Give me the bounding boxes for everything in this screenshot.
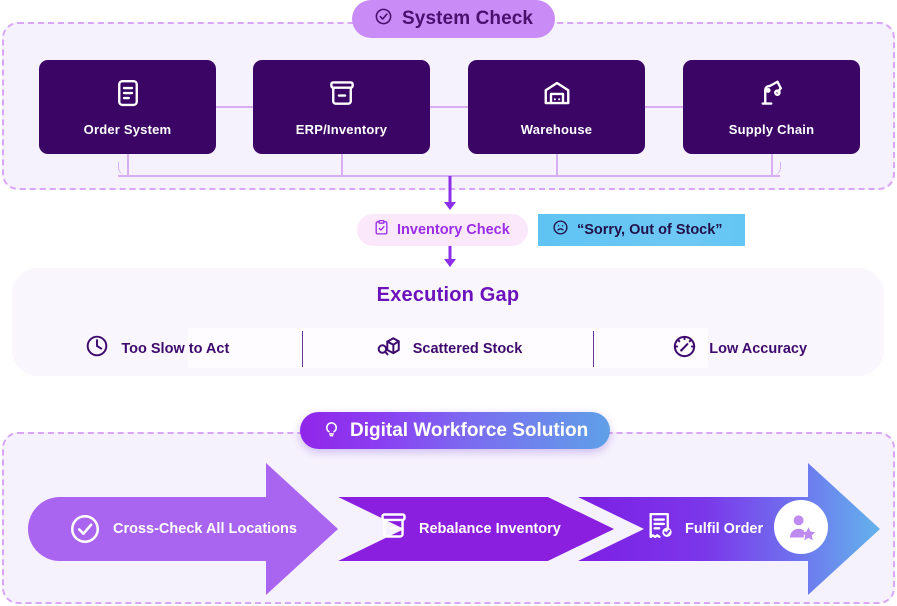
out-of-stock-banner: “Sorry, Out of Stock”	[538, 214, 745, 246]
out-of-stock-message: “Sorry, Out of Stock”	[577, 222, 723, 238]
gap-item-label: Low Accuracy	[709, 340, 808, 357]
system-card-label: ERP/Inventory	[295, 121, 388, 137]
invoice-check-icon	[645, 510, 676, 546]
gap-item-label: Too Slow to Act	[121, 340, 230, 357]
execution-gap-strip	[188, 328, 708, 368]
lightbulb-icon	[322, 418, 341, 443]
sad-face-icon	[552, 219, 569, 241]
system-check-title-pill: System Check	[352, 0, 556, 38]
user-star-icon	[774, 500, 828, 554]
gauge-icon	[671, 333, 698, 365]
clock-icon	[84, 333, 110, 364]
solution-step-3-shape[interactable]	[578, 463, 880, 595]
digital-workforce-title-label: Digital Workforce Solution	[350, 419, 589, 441]
box-archive-icon	[378, 510, 409, 546]
document-list-icon	[113, 78, 143, 113]
solution-step-3-label: Fulfil Order	[685, 521, 764, 537]
solution-step-2-shape[interactable]	[338, 497, 614, 561]
connector-corner-left	[118, 162, 133, 176]
system-card-order-system[interactable]: Order System	[39, 60, 216, 154]
check-circle-icon	[374, 7, 393, 32]
digital-workforce-title-pill: Digital Workforce Solution	[300, 412, 611, 449]
gap-item-too-slow-to-act[interactable]: Too Slow to Act	[12, 333, 302, 364]
connector-line-card0-card1	[216, 106, 254, 108]
warehouse-icon	[542, 78, 572, 113]
system-card-label: Warehouse	[520, 121, 593, 137]
box-search-icon	[374, 332, 402, 365]
box-archive-icon	[327, 78, 357, 113]
arrow-notch-2	[548, 497, 644, 561]
system-card-label: Supply Chain	[728, 121, 815, 137]
flow-arrow-down-to-status	[443, 176, 457, 212]
connector-bus-line	[118, 175, 780, 177]
check-circle-icon	[68, 512, 102, 551]
system-card-label: Order System	[83, 121, 172, 137]
gap-item-scattered-stock[interactable]: Scattered Stock	[303, 332, 593, 365]
connector-line-card1-card2	[430, 106, 469, 108]
gap-divider	[592, 330, 595, 367]
solution-step-1-shape[interactable]	[28, 463, 338, 595]
robot-arm-icon	[757, 78, 787, 113]
flow-arrow-down-to-gap	[443, 246, 457, 270]
solution-step-2-label: Rebalance Inventory	[419, 521, 561, 537]
system-card-supply-chain[interactable]: Supply Chain	[683, 60, 860, 154]
connector-line-card2-card3	[645, 106, 684, 108]
system-card-erp-inventory[interactable]: ERP/Inventory	[253, 60, 430, 154]
connector-stub-card2	[556, 154, 558, 176]
execution-gap-items: Too Slow to Act Scattered Stock	[12, 326, 884, 371]
execution-gap-card: Execution Gap Too Slow to Act	[12, 268, 884, 376]
system-card-warehouse[interactable]: Warehouse	[468, 60, 645, 154]
gap-divider	[301, 330, 304, 367]
execution-gap-title: Execution Gap	[376, 284, 520, 306]
clipboard-check-icon	[373, 219, 390, 241]
gap-item-label: Scattered Stock	[412, 340, 523, 357]
gap-item-low-accuracy[interactable]: Low Accuracy	[594, 333, 884, 365]
inventory-check-chip[interactable]: Inventory Check	[357, 214, 528, 246]
system-check-title-label: System Check	[402, 8, 534, 29]
connector-stub-card1	[341, 154, 343, 176]
connector-corner-right	[766, 162, 781, 176]
solution-step-1-label: Cross-Check All Locations	[113, 521, 297, 537]
inventory-check-label: Inventory Check	[397, 222, 510, 238]
